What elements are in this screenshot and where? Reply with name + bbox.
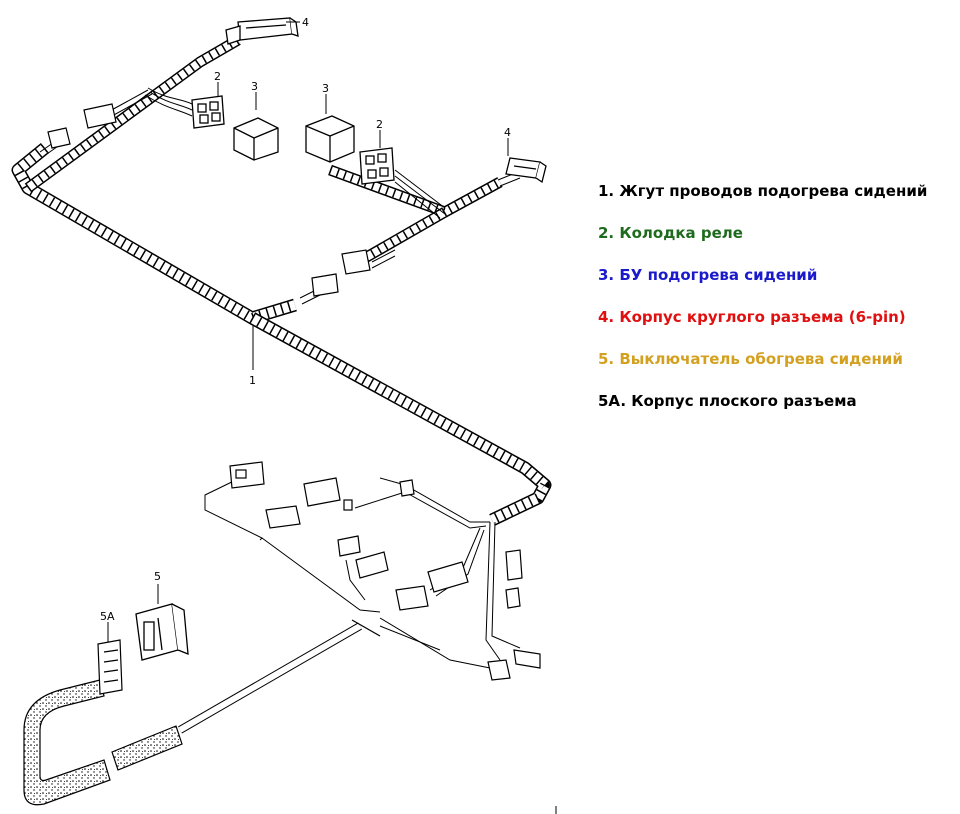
- callout-5: 5: [154, 570, 161, 583]
- sheathed-section: [111, 725, 183, 771]
- connector-4-right: [505, 157, 547, 184]
- callout-4-right: 4: [504, 126, 511, 139]
- main-harness: [11, 35, 552, 526]
- small-plugs-upper: [47, 103, 371, 297]
- callout-2-right: 2: [376, 118, 383, 131]
- callout-5a: 5A: [100, 610, 115, 623]
- callout-4-top: 4: [302, 16, 309, 29]
- callout-1: 1: [249, 374, 256, 387]
- relay-socket-2-left: [191, 95, 225, 129]
- legend: 1. Жгут проводов подогрева сидений 2. Ко…: [598, 180, 958, 432]
- switch-5: [135, 603, 189, 661]
- lower-wires: [204, 477, 521, 669]
- legend-item-4: 4. Корпус круглого разъема (6-pin): [598, 308, 906, 326]
- lower-loop-sheath: [23, 679, 111, 806]
- lower-harness: [177, 619, 381, 734]
- callout-3-right: 3: [322, 82, 329, 95]
- control-unit-3-right: [305, 115, 355, 163]
- legend-item-5a: 5A. Корпус плоского разъема: [598, 392, 857, 410]
- legend-item-3: 3. БУ подогрева сидений: [598, 266, 818, 284]
- leader-lines: [107, 21, 557, 814]
- callout-2-left: 2: [214, 70, 221, 83]
- legend-item-5: 5. Выключатель обогрева сидений: [598, 350, 903, 368]
- relay-socket-2-right: [359, 147, 395, 185]
- callout-3-left: 3: [251, 80, 258, 93]
- legend-item-1: 1. Жгут проводов подогрева сидений: [598, 182, 928, 200]
- lower-connectors: [229, 461, 541, 681]
- pigtail-wires: [39, 87, 521, 305]
- legend-item-2: 2. Колодка реле: [598, 224, 743, 242]
- control-unit-3-left: [233, 117, 279, 161]
- flat-connector-5a: [97, 639, 123, 695]
